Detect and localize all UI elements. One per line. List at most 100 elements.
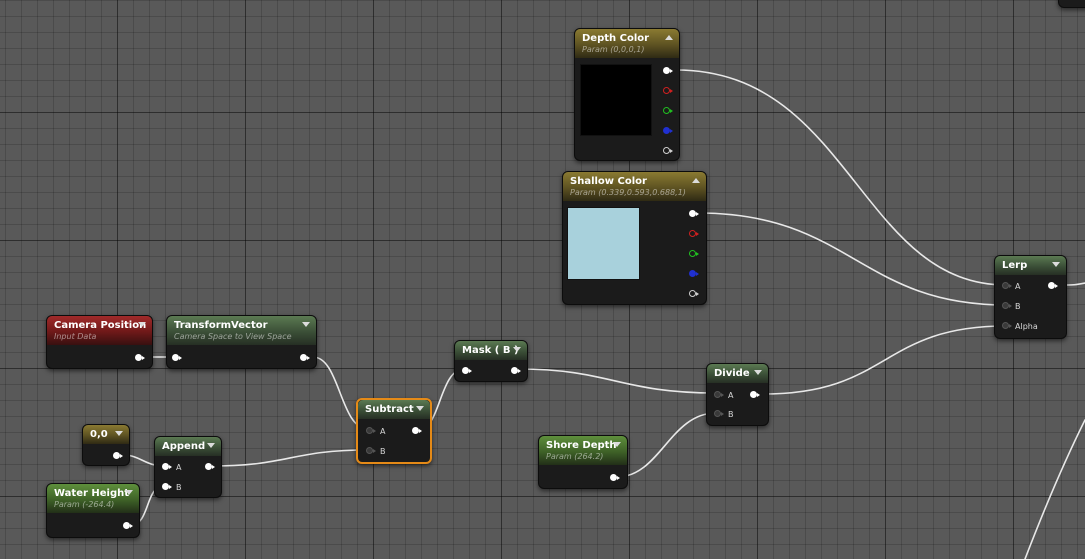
shore-depth-header[interactable]: Shore Depth Param (264.2) <box>539 436 627 465</box>
color-preview-swatch <box>567 207 640 280</box>
divide-node[interactable]: Divide A B <box>706 363 769 426</box>
pin-label-a: A <box>1015 282 1021 291</box>
node-title: Shallow Color <box>570 176 647 187</box>
output-pin-b[interactable] <box>663 127 673 134</box>
node-title: Water Height <box>54 488 130 499</box>
input-pin-b[interactable] <box>162 483 172 490</box>
output-pin-g[interactable] <box>663 107 673 114</box>
node-subtitle: Param (0.339,0.593,0.688,1) <box>570 188 686 197</box>
wire-divide-to-lerp-alpha <box>762 325 1007 395</box>
node-title: 0,0 <box>90 429 108 440</box>
node-title: Divide <box>714 368 750 379</box>
output-pin[interactable] <box>135 354 145 361</box>
output-pin[interactable] <box>750 391 760 398</box>
pin-label-alpha: Alpha <box>1015 322 1038 331</box>
depth-color-header[interactable]: Depth Color Param (0,0,0,1) <box>575 29 679 58</box>
collapse-arrow-icon[interactable] <box>416 406 424 411</box>
transform-vector-header[interactable]: TransformVector Camera Space to View Spa… <box>167 316 316 345</box>
output-pin-a[interactable] <box>689 290 699 297</box>
water-height-header[interactable]: Water Height Param (-264.4) <box>47 484 139 513</box>
output-pin[interactable] <box>412 427 422 434</box>
node-subtitle: Param (0,0,0,1) <box>582 45 645 54</box>
output-pin-rgb[interactable] <box>689 210 699 217</box>
pin-label-a: A <box>176 463 182 472</box>
collapse-arrow-icon[interactable] <box>754 370 762 375</box>
mask-header[interactable]: Mask ( B ) <box>455 341 527 360</box>
pin-label-a: A <box>380 427 386 436</box>
collapse-arrow-icon[interactable] <box>692 178 700 183</box>
lerp-node[interactable]: Lerp A B Alpha <box>994 255 1067 339</box>
pin-label-b: B <box>380 447 386 456</box>
collapse-arrow-icon[interactable] <box>115 431 123 436</box>
input-pin-b[interactable] <box>1002 302 1012 309</box>
input-pin-a[interactable] <box>366 427 376 434</box>
subtract-node[interactable]: Subtract A B <box>356 398 432 464</box>
node-subtitle: Input Data <box>54 332 97 341</box>
output-pin-a[interactable] <box>663 147 673 154</box>
pin-label-b: B <box>1015 302 1021 311</box>
mask-node[interactable]: Mask ( B ) <box>454 340 528 382</box>
node-title: TransformVector <box>174 320 268 331</box>
collapse-arrow-icon[interactable] <box>207 443 215 448</box>
output-pin-r[interactable] <box>663 87 673 94</box>
node-title: Camera Position <box>54 320 147 331</box>
wire-shore-to-divide-b <box>616 412 717 478</box>
output-pin-r[interactable] <box>689 230 699 237</box>
output-pin-rgb[interactable] <box>663 67 673 74</box>
append-node[interactable]: Append A B <box>154 436 222 498</box>
output-pin[interactable] <box>610 474 620 481</box>
wire-mask-to-divide-a <box>517 368 717 394</box>
node-title: Depth Color <box>582 33 650 44</box>
offscreen-node[interactable] <box>1058 0 1085 8</box>
shallow-color-header[interactable]: Shallow Color Param (0.339,0.593,0.688,1… <box>563 172 706 201</box>
pin-label-a: A <box>728 391 734 400</box>
constant-node[interactable]: 0,0 <box>82 424 130 466</box>
node-title: Subtract <box>365 404 414 415</box>
output-pin-b[interactable] <box>689 270 699 277</box>
wire-append-to-subtract-b <box>210 449 369 467</box>
divide-header[interactable]: Divide <box>707 364 768 383</box>
collapse-arrow-icon[interactable] <box>302 322 310 327</box>
input-pin[interactable] <box>172 354 182 361</box>
output-pin[interactable] <box>511 367 521 374</box>
append-header[interactable]: Append <box>155 437 221 456</box>
output-pin[interactable] <box>205 463 215 470</box>
collapse-arrow-icon[interactable] <box>1052 262 1060 267</box>
camera-position-node[interactable]: Camera Position Input Data <box>46 315 153 369</box>
input-pin[interactable] <box>462 367 472 374</box>
collapse-arrow-icon[interactable] <box>125 490 133 495</box>
output-pin[interactable] <box>1048 282 1058 289</box>
node-title: Shore Depth <box>546 440 617 451</box>
node-title: Lerp <box>1002 260 1028 271</box>
collapse-arrow-icon[interactable] <box>138 322 146 327</box>
input-pin-alpha[interactable] <box>1002 322 1012 329</box>
input-pin-a[interactable] <box>162 463 172 470</box>
input-pin-b[interactable] <box>366 447 376 454</box>
transform-vector-node[interactable]: TransformVector Camera Space to View Spa… <box>166 315 317 369</box>
constant-header[interactable]: 0,0 <box>83 425 129 444</box>
pin-label-b: B <box>176 483 182 492</box>
output-pin-g[interactable] <box>689 250 699 257</box>
output-pin[interactable] <box>300 354 310 361</box>
input-pin-a[interactable] <box>1002 282 1012 289</box>
node-title: Append <box>162 441 206 452</box>
shore-depth-node[interactable]: Shore Depth Param (264.2) <box>538 435 628 489</box>
output-pin[interactable] <box>113 452 123 459</box>
shallow-color-node[interactable]: Shallow Color Param (0.339,0.593,0.688,1… <box>562 171 707 305</box>
collapse-arrow-icon[interactable] <box>613 442 621 447</box>
node-subtitle: Param (-264.4) <box>54 500 115 509</box>
input-pin-a[interactable] <box>714 391 724 398</box>
node-title: Mask ( B ) <box>462 345 519 356</box>
water-height-node[interactable]: Water Height Param (-264.4) <box>46 483 140 538</box>
subtract-header[interactable]: Subtract <box>358 400 430 419</box>
wire-depth-to-lerp-a <box>675 69 1007 286</box>
wire-shallow-to-lerp-b <box>697 212 1007 306</box>
input-pin-b[interactable] <box>714 410 724 417</box>
camera-position-header[interactable]: Camera Position Input Data <box>47 316 152 345</box>
color-preview-swatch <box>580 64 652 136</box>
depth-color-node[interactable]: Depth Color Param (0,0,0,1) <box>574 28 680 161</box>
output-pin[interactable] <box>123 522 133 529</box>
collapse-arrow-icon[interactable] <box>513 347 521 352</box>
lerp-header[interactable]: Lerp <box>995 256 1066 275</box>
collapse-arrow-icon[interactable] <box>665 35 673 40</box>
